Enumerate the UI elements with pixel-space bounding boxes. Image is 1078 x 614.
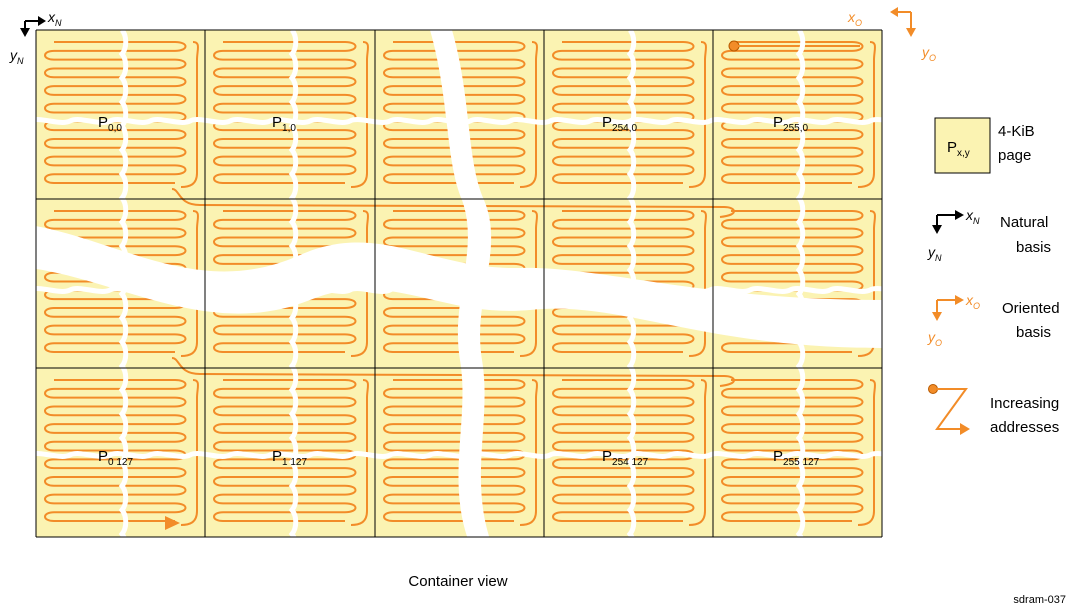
address-serpentine (213, 379, 357, 522)
address-serpentine (383, 379, 526, 522)
legend: Px,y 4-KiB page xN yN Natural basis xO y… (927, 117, 1060, 436)
page-cell (205, 30, 375, 199)
page-label: P255 127 (773, 448, 820, 468)
diagram-caption: Container view (408, 573, 507, 590)
row-break (28, 117, 912, 125)
address-connector (857, 41, 876, 188)
legend-increasing-line1: Increasing (990, 395, 1059, 412)
address-connector (519, 41, 538, 188)
page-cell (544, 30, 713, 199)
page-cell (713, 30, 882, 199)
address-connector (857, 210, 876, 357)
legend-increasing-line2: addresses (990, 419, 1059, 436)
natural-y-label: yN (9, 47, 24, 66)
legend-natural-line2: basis (1016, 239, 1051, 256)
horizontal-river-break (30, 225, 882, 348)
address-connector (350, 41, 369, 188)
page-label: P1 127 (272, 448, 307, 468)
legend-increasing-icon (928, 384, 970, 435)
legend-page-line2: page (998, 147, 1031, 164)
page-label: P254,0 (602, 114, 637, 134)
page-label: P0,0 (98, 114, 122, 134)
row-connector (171, 188, 735, 218)
address-connector (688, 41, 707, 188)
legend-natural-icon (932, 210, 964, 234)
oriented-x-label: xO (847, 9, 862, 28)
legend-oriented-y: yO (927, 329, 942, 348)
page-label: P254 127 (602, 448, 649, 468)
legend-oriented-line2: basis (1016, 324, 1051, 341)
vertical-river-break (430, 30, 492, 545)
oriented-axis-icon (890, 7, 916, 37)
figure-id: sdram-037 (1013, 594, 1066, 606)
address-serpentine (552, 379, 695, 522)
discontinuity-breaks (28, 28, 912, 560)
natural-x-label: xN (47, 9, 62, 28)
natural-axis-icon (20, 16, 46, 37)
page-labels: P0,0 P1,0 P254,0 P255,0 P0 127 P1 127 P254 127… (98, 114, 820, 468)
legend-natural-x: xN (965, 207, 980, 226)
page-label: P255,0 (773, 114, 808, 134)
legend-natural-line1: Natural (1000, 214, 1048, 231)
legend-natural-y: yN (927, 244, 942, 263)
legend-oriented-x: xO (965, 292, 980, 311)
address-serpentine (44, 41, 187, 184)
address-serpentine (721, 379, 864, 522)
page-label: P1,0 (272, 114, 296, 134)
page-cell (36, 30, 205, 199)
address-serpentine (552, 41, 695, 184)
address-connector (688, 210, 707, 357)
legend-page-symbol: Px,y (947, 139, 970, 159)
legend-page-line1: 4-KiB (998, 123, 1035, 140)
legend-oriented-icon (932, 295, 964, 321)
address-serpentine (213, 41, 357, 184)
legend-page-swatch (934, 117, 991, 174)
grid-lines (35, 29, 883, 538)
address-serpentine (44, 379, 187, 522)
end-address-arrow (165, 516, 180, 530)
address-connector (180, 41, 199, 188)
page-label: P0 127 (98, 448, 133, 468)
legend-oriented-line1: Oriented (1002, 300, 1060, 317)
oriented-y-label: yO (921, 44, 936, 63)
address-serpentine (721, 41, 864, 184)
